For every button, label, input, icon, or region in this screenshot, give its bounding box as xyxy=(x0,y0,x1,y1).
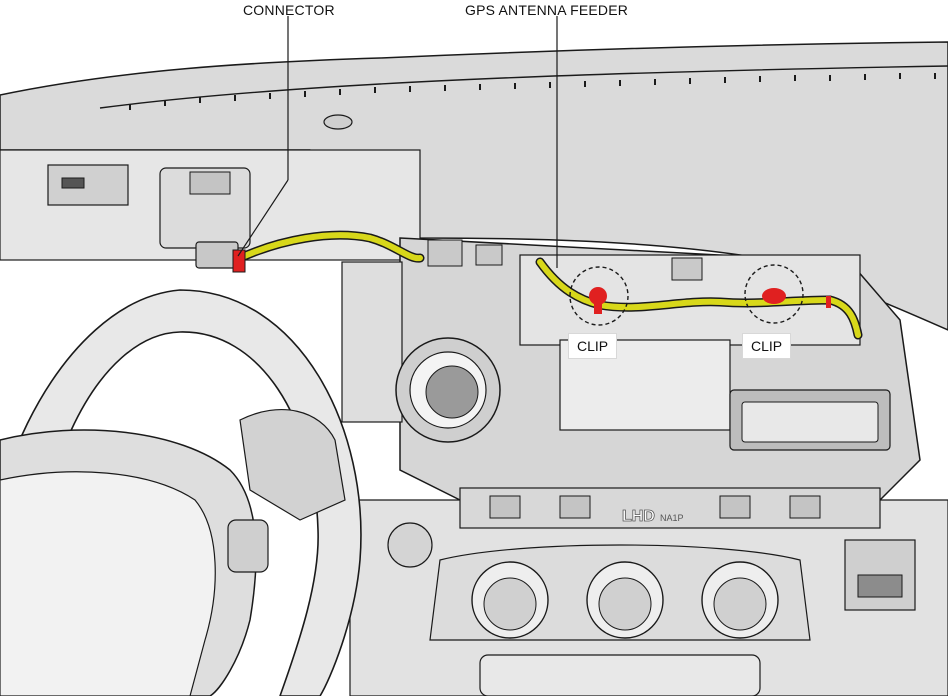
steering-column-cover xyxy=(239,409,346,521)
frame-tab-1 xyxy=(427,239,463,267)
connector-body xyxy=(195,241,239,269)
bracket-tab xyxy=(189,171,231,195)
clip-left-stem xyxy=(594,304,602,314)
connector-leader-line-2 xyxy=(237,179,289,257)
dash-top-surface xyxy=(0,41,948,331)
steering-hub-face xyxy=(0,471,216,696)
right-module-slot xyxy=(857,574,903,598)
defroster-outline xyxy=(99,65,948,109)
clip-right-marker xyxy=(762,288,786,304)
lower-clip-4 xyxy=(789,495,821,519)
steering-wheel xyxy=(0,289,362,696)
climate-knob-right-inner xyxy=(713,577,767,631)
clip-right-circle xyxy=(744,264,804,324)
climate-knob-center-inner xyxy=(598,577,652,631)
lower-display-frame xyxy=(479,654,761,696)
gps-feeder-harness-left-fill xyxy=(237,232,423,262)
clip-label-left: CLIP xyxy=(568,333,618,359)
hazard-button xyxy=(387,522,433,568)
left-vent-housing xyxy=(47,164,129,206)
gps-feeder-harness-right-fill xyxy=(537,259,861,338)
frame-tab-3 xyxy=(671,257,703,281)
right-module xyxy=(844,539,916,611)
climate-knob-left-inner xyxy=(483,577,537,631)
frame-tab-2 xyxy=(475,244,503,266)
connector-label: CONNECTOR xyxy=(243,2,335,18)
clip-left-marker xyxy=(589,287,607,305)
lhd-stamp: LHD xyxy=(622,508,655,525)
connector-highlight xyxy=(232,249,246,273)
clip-left-circle xyxy=(569,266,629,326)
clip-label-right: CLIP xyxy=(742,333,792,359)
left-vent-slot xyxy=(61,177,85,189)
lower-clip-2 xyxy=(559,495,591,519)
round-vent-core xyxy=(425,365,479,419)
defroster-slots xyxy=(129,73,936,110)
gps-feeder-label: GPS ANTENNA FEEDER xyxy=(465,2,629,18)
lower-clip-3 xyxy=(719,495,751,519)
wheel-switch xyxy=(227,519,269,573)
lower-clip-1 xyxy=(489,495,521,519)
right-pocket-inner xyxy=(741,401,879,443)
harness-clip-red xyxy=(826,296,831,308)
lhd-stamp-code: NA1P xyxy=(660,513,684,523)
left-upright xyxy=(341,261,403,423)
sensor-bump xyxy=(323,114,353,130)
